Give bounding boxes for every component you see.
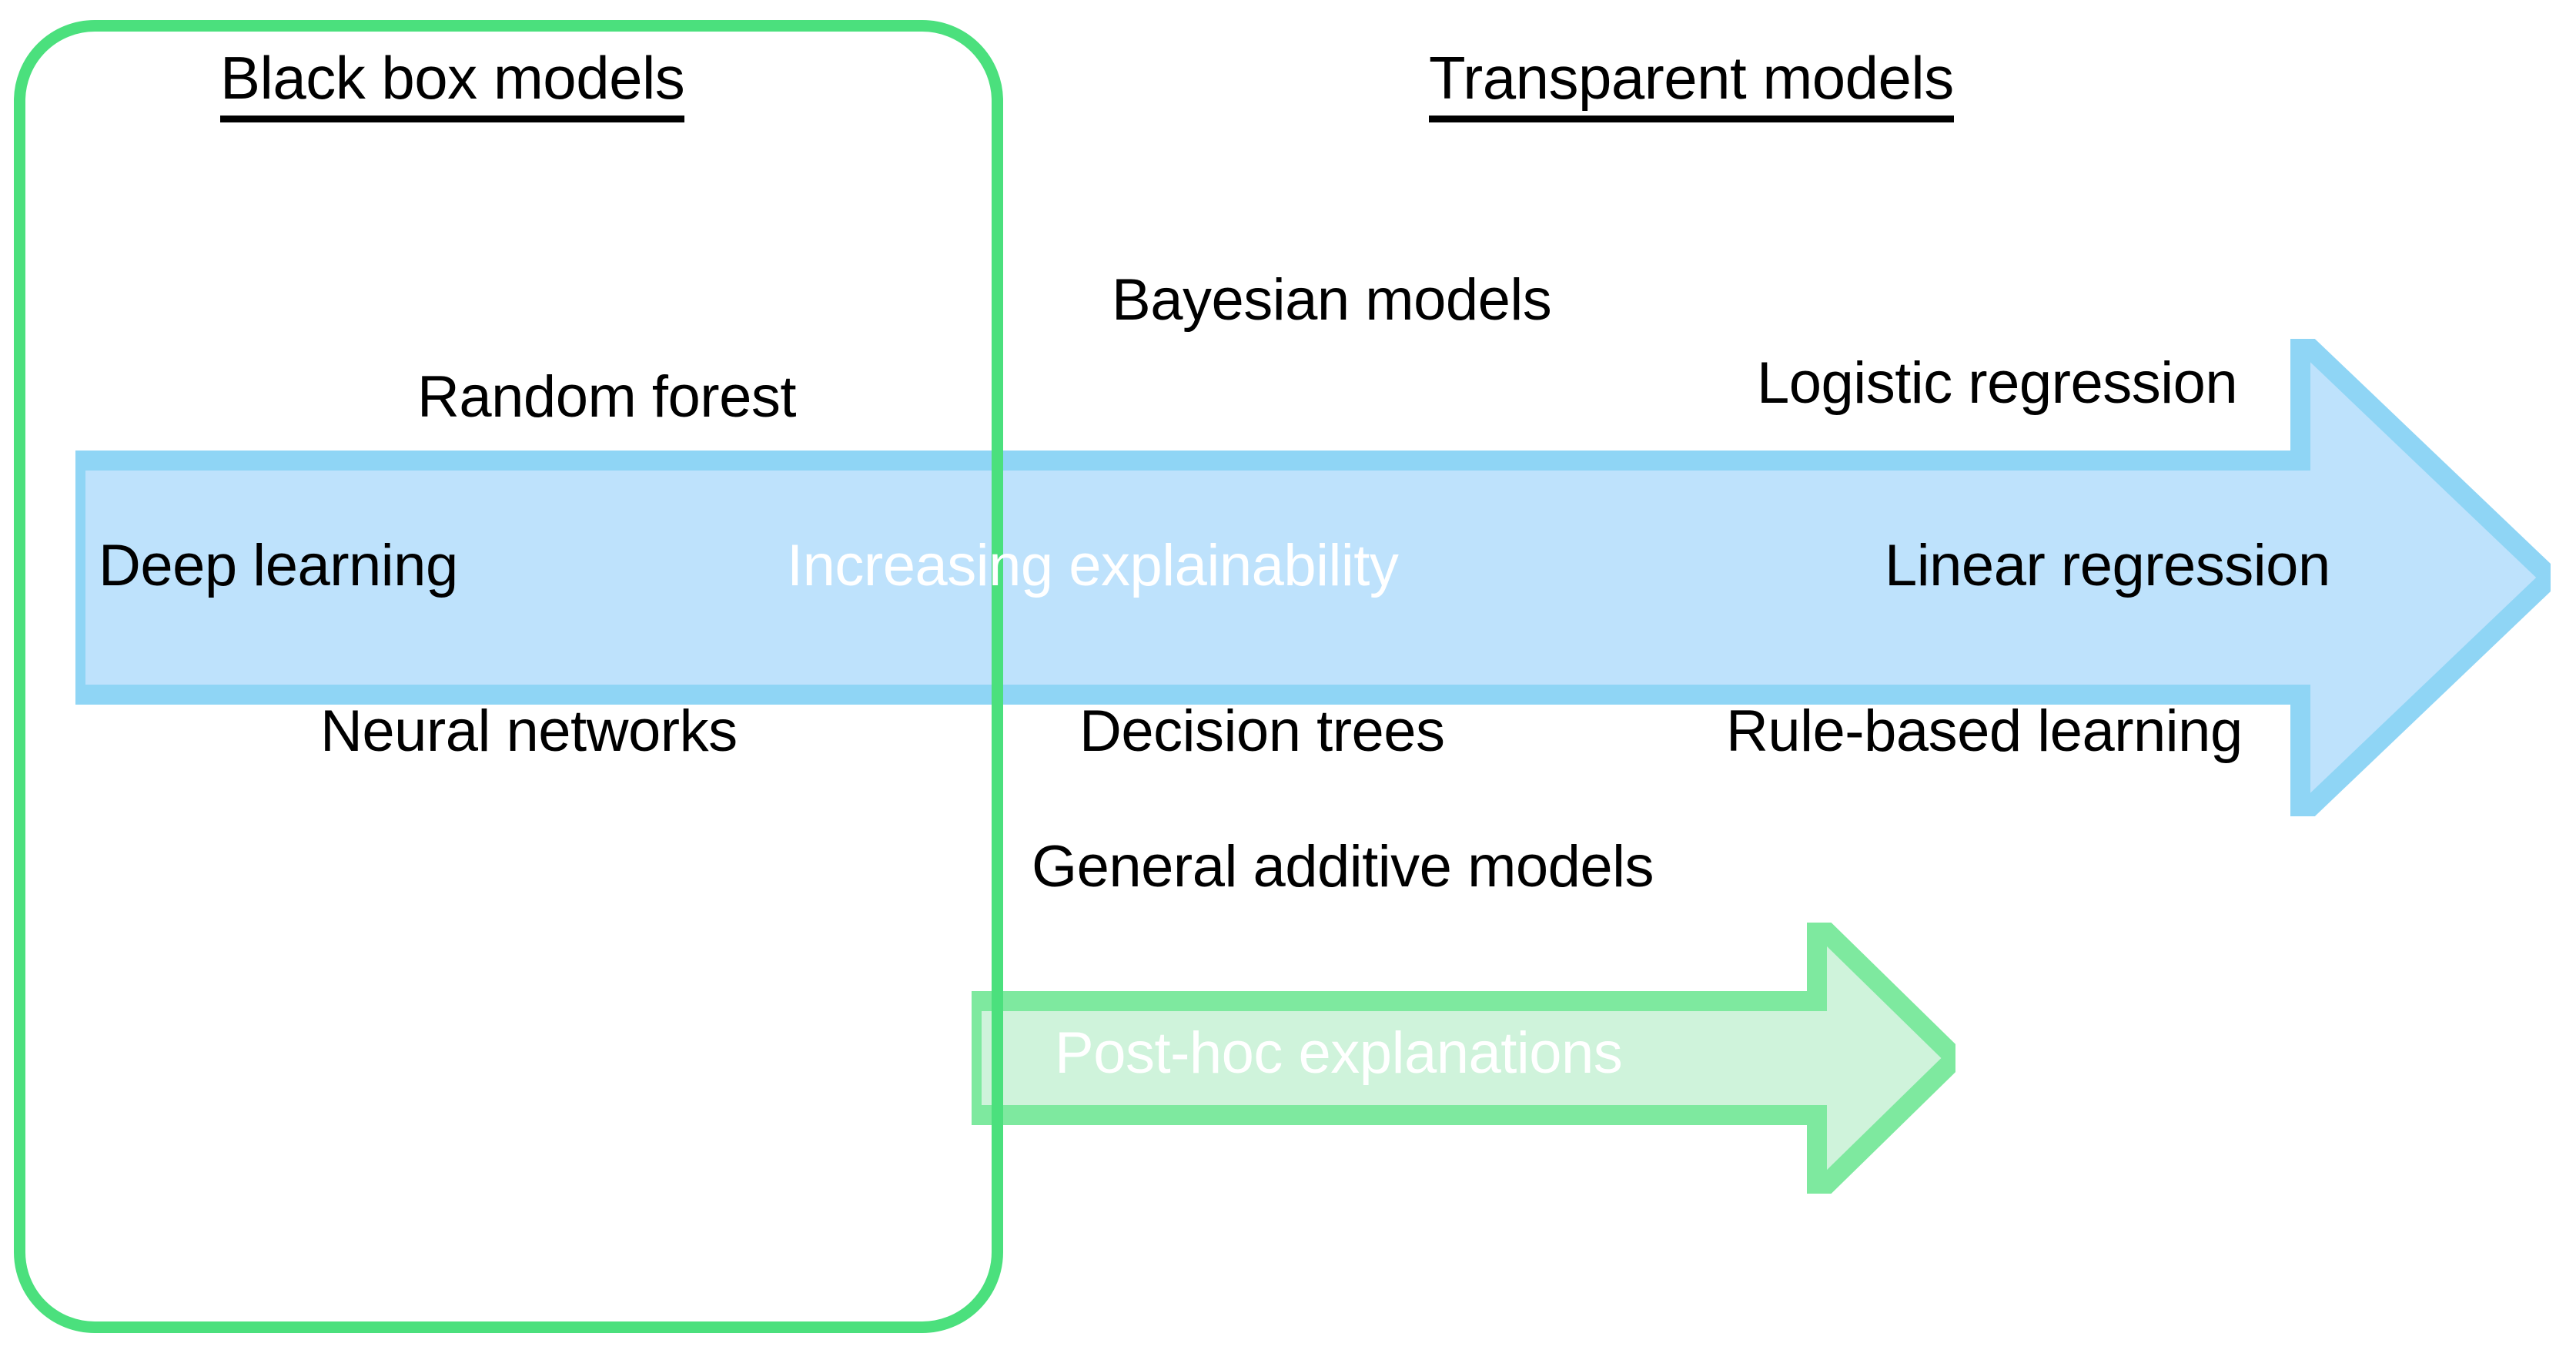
- transparent-heading-text: Transparent models: [1429, 48, 1954, 122]
- model-label-rule-based-learning: Rule-based learning: [1726, 698, 2243, 764]
- green-arrow-shape: [972, 923, 1955, 1194]
- model-label-general-additive-models: General additive models: [1032, 834, 1654, 899]
- model-label-deep-learning: Deep learning: [99, 533, 458, 598]
- black-box-heading-text: Black box models: [220, 48, 685, 122]
- increasing-explainability-arrow: [75, 339, 2551, 816]
- page-title-black-box-models: Black box models: [220, 48, 685, 122]
- blue-arrow-shape: [75, 339, 2551, 816]
- increasing-explainability-label: Increasing explainability: [787, 533, 1399, 598]
- model-label-neural-networks: Neural networks: [320, 698, 738, 764]
- page-title-transparent-models: Transparent models: [1429, 48, 1954, 122]
- model-label-bayesian-models: Bayesian models: [1112, 267, 1552, 333]
- model-label-logistic-regression: Logistic regression: [1757, 350, 2238, 416]
- model-label-decision-trees: Decision trees: [1079, 698, 1445, 764]
- black-box-models-frame: [14, 20, 1003, 1333]
- model-label-random-forest: Random forest: [417, 364, 796, 430]
- model-label-linear-regression: Linear regression: [1885, 533, 2330, 598]
- post-hoc-explanations-arrow: [972, 923, 1955, 1194]
- post-hoc-explanations-label: Post-hoc explanations: [1055, 1020, 1623, 1086]
